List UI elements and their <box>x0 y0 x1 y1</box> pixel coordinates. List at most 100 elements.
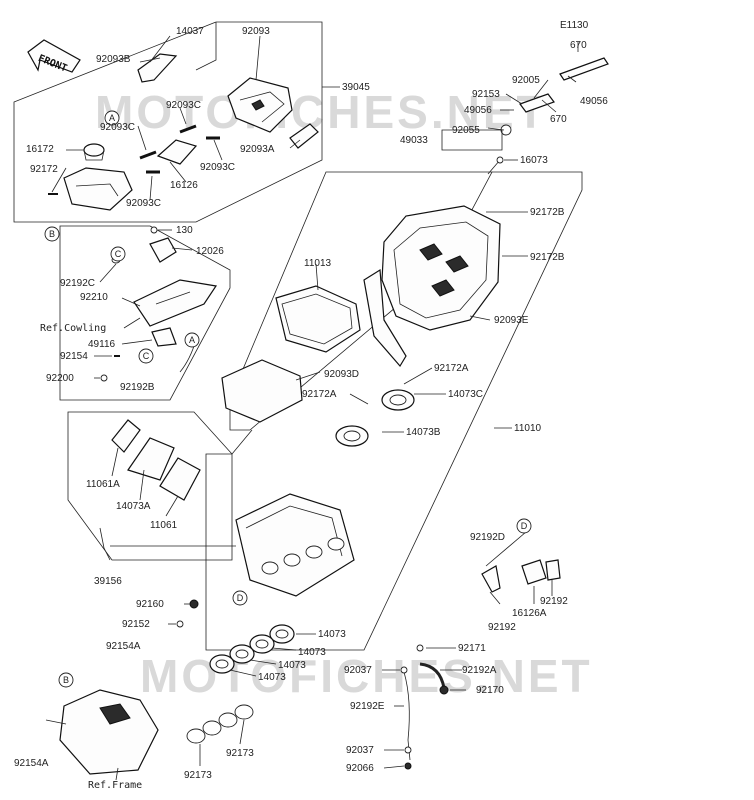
label-16073: 16073 <box>520 155 548 166</box>
label-11061: 11061 <box>150 520 178 531</box>
label-92210: 92210 <box>80 292 108 303</box>
part-labels: 14037 92093 92093B 39045 92093C 92093C 9… <box>14 20 608 791</box>
washer-92200 <box>100 374 108 382</box>
clip-39156 <box>99 527 111 561</box>
label-92192-b: 92192 <box>540 596 568 607</box>
upper-airbox <box>381 205 501 331</box>
gasket-11061A <box>111 419 141 453</box>
label-92200: 92200 <box>46 373 74 384</box>
label-92192C: 92192C <box>60 278 95 289</box>
label-92192-a: 92192 <box>488 622 516 633</box>
cap-92170 <box>439 685 449 695</box>
hose-92192E <box>403 671 411 761</box>
label-92152: 92152 <box>122 619 150 630</box>
washer-130 <box>150 226 158 234</box>
label-92093C-3: 92093C <box>200 162 235 173</box>
leader-92192D <box>485 531 527 567</box>
hose-92192-b <box>545 559 561 581</box>
frame-11061 <box>67 411 233 561</box>
label-92093D: 92093D <box>324 369 359 380</box>
clamp-92037-b <box>404 746 412 754</box>
clamps-92173 <box>186 704 254 744</box>
grommet-92160 <box>189 599 199 609</box>
callout-C-mid: C <box>138 348 154 364</box>
svg-text:B: B <box>49 229 55 239</box>
label-92093C-2: 92093C <box>100 122 135 133</box>
callout-D-right: D <box>516 518 532 534</box>
intake-rings-14073 <box>209 624 295 674</box>
label-92173-a: 92173 <box>226 748 254 759</box>
lower-airbox <box>235 493 355 597</box>
frame-39045 <box>13 21 340 223</box>
label-92093: 92093 <box>242 26 270 37</box>
label-92093E: 92093E <box>494 315 529 326</box>
svg-text:D: D <box>521 521 528 531</box>
svg-text:B: B <box>63 675 69 685</box>
label-92171: 92171 <box>458 643 486 654</box>
label-92192A: 92192A <box>462 665 497 676</box>
label-92172B-a: 92172B <box>530 207 565 218</box>
element-14073A <box>127 437 175 481</box>
label-14037: 14037 <box>176 26 204 37</box>
label-14073-d: 14073 <box>258 672 286 683</box>
hose-92192A <box>419 662 446 689</box>
side-cover <box>59 689 159 775</box>
label-92005: 92005 <box>512 75 540 86</box>
label-92192E: 92192E <box>350 701 385 712</box>
label-92154A-a: 92154A <box>106 641 141 652</box>
label-49056-b: 49056 <box>580 96 608 107</box>
label-14073-a: 14073 <box>318 629 346 640</box>
pad-92093C-2 <box>139 150 157 160</box>
pad-92093B <box>137 53 178 83</box>
label-16126: 16126 <box>170 180 198 191</box>
gasket-92093D <box>221 359 303 423</box>
valve-49116 <box>151 327 177 347</box>
label-92093A: 92093A <box>240 144 275 155</box>
funnel-14073B <box>335 425 369 447</box>
front-arrow: FRONT <box>27 39 81 75</box>
label-92093C-1: 92093C <box>166 100 201 111</box>
label-92170: 92170 <box>476 685 504 696</box>
callout-A-mid: A <box>184 332 200 348</box>
label-92093B: 92093B <box>96 54 131 65</box>
label-11010: 11010 <box>514 423 542 434</box>
label-92037-b: 92037 <box>346 745 374 756</box>
label-92173-b: 92173 <box>184 770 212 781</box>
watermark-top: MOTOFICHES.NET <box>95 86 548 138</box>
collar-92152 <box>176 620 184 628</box>
label-49033: 49033 <box>400 135 428 146</box>
label-14073C: 14073C <box>448 389 483 400</box>
label-14073-b: 14073 <box>298 647 326 658</box>
frame-11010 <box>205 171 583 651</box>
frame-cowling-group <box>59 225 231 401</box>
bracket-16126 <box>156 139 198 165</box>
label-92037-a: 92037 <box>344 665 372 676</box>
label-92172B-b: 92172B <box>530 252 565 263</box>
label-14073-c: 14073 <box>278 660 306 671</box>
label-49116: 49116 <box>88 339 116 350</box>
label-92172A-b: 92172A <box>302 389 337 400</box>
valve-16126A <box>521 559 547 585</box>
clip-92171 <box>416 644 424 652</box>
label-49056-a: 49056 <box>464 105 492 116</box>
label-92172: 92172 <box>30 164 58 175</box>
watermark-bottom: MOTOFICHES.NET <box>140 650 593 702</box>
label-92192B: 92192B <box>120 382 155 393</box>
gasket-11061 <box>159 457 201 501</box>
label-670-b: 670 <box>550 114 567 125</box>
label-14073B: 14073B <box>406 427 441 438</box>
label-14073A: 14073A <box>116 501 151 512</box>
label-11061A: 11061A <box>86 479 120 490</box>
label-39045: 39045 <box>342 82 370 93</box>
clamp-92037-a <box>400 666 408 674</box>
plug-92066 <box>404 762 412 770</box>
svg-text:C: C <box>115 249 122 259</box>
label-130: 130 <box>176 225 193 236</box>
label-92172A-a: 92172A <box>434 363 469 374</box>
callout-C-top: C <box>110 246 126 262</box>
callout-D-left: D <box>232 590 248 606</box>
holder-12026 <box>149 237 177 263</box>
callout-A-top: A <box>104 110 120 126</box>
